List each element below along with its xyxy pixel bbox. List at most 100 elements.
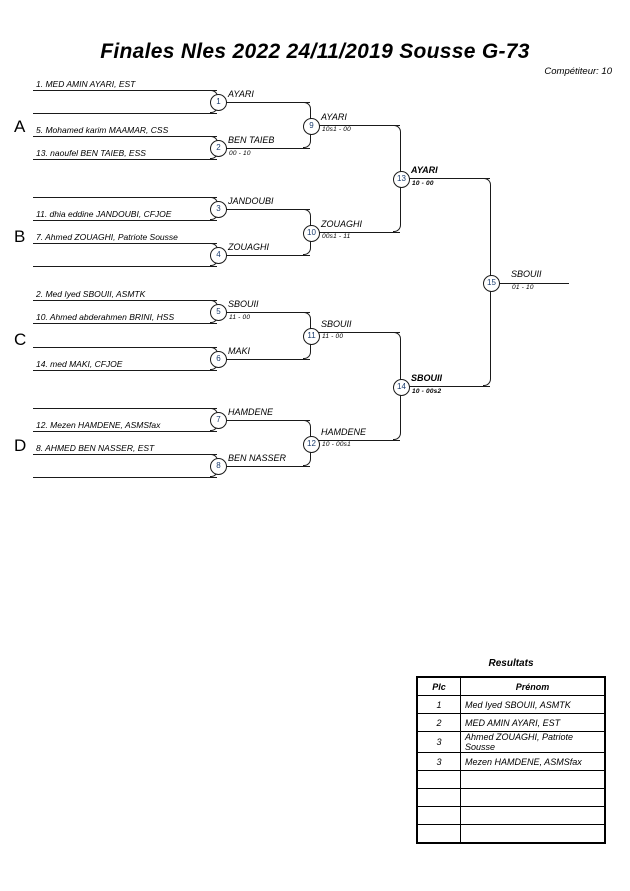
group-letter-d: D [14,436,27,455]
results-col-name: Prénom [460,676,606,696]
advance-line [318,232,400,233]
feed-line [33,220,217,221]
result-place: 1 [416,695,461,714]
match-winner-1: AYARI [228,89,254,99]
match-number-7[interactable]: 7 [210,412,227,429]
match-score-10: 00s1 - 11 [322,233,351,240]
entrant-label: 12. Mezen HAMDENE, ASMSfax [36,420,161,430]
match-winner-7: HAMDENE [228,407,274,417]
table-row [416,770,606,789]
match-score-11: 11 - 00 [322,333,344,340]
result-place: 3 [416,731,461,753]
group-letter-c: C [14,330,27,349]
match-score-14: 10 - 00s2 [412,388,442,395]
feed-line [33,159,217,160]
advance-line [225,359,310,360]
match-winner-12: HAMDENE [321,427,367,437]
advance-line [408,178,490,179]
match-score-15: 01 - 10 [512,284,534,291]
page-title: Finales Nles 2022 24/11/2019 Sousse G-73 [100,40,530,63]
entrant-label: 8. AHMED BEN NASSER, EST [36,443,155,453]
result-name: Mezen HAMDENE, ASMSfax [460,752,606,771]
match-number-10[interactable]: 10 [303,225,320,242]
match-number-12[interactable]: 12 [303,436,320,453]
entrant-label: 7. Ahmed ZOUAGHI, Patriote Sousse [36,232,178,242]
match-number-13[interactable]: 13 [393,171,410,188]
match-number-2[interactable]: 2 [210,140,227,157]
match-winner-4: ZOUAGHI [228,242,270,252]
result-name [460,824,606,844]
result-place [416,770,461,789]
match-score-12: 10 - 00s1 [322,441,351,448]
match-winner-13: AYARI [411,165,438,175]
table-row: 1 Med Iyed SBOUII, ASMTK [416,695,606,714]
match-number-14[interactable]: 14 [393,379,410,396]
table-row: 3 Mezen HAMDENE, ASMSfax [416,752,606,771]
match-winner-3: JANDOUBI [228,196,274,206]
match-winner-11: SBOUII [321,319,352,329]
champion-line [498,283,569,284]
entrant-label: 10. Ahmed abderahmen BRINI, HSS [36,312,175,322]
entrant-label: 5. Mohamed karim MAAMAR, CSS [36,125,169,135]
table-row: 3 Ahmed ZOUAGHI, Patriote Sousse [416,731,606,753]
entrant-label: 1. MED AMIN AYARI, EST [36,79,136,89]
advance-line [225,255,310,256]
match-winner-2: BEN TAIEB [228,135,275,145]
advance-line [225,466,310,467]
group-letter-a: A [14,117,26,136]
table-row [416,788,606,807]
result-name: MED AMIN AYARI, EST [460,713,606,732]
result-place: 2 [416,713,461,732]
match-winner-14: SBOUII [411,373,443,383]
results-table: Plc Prénom 1 Med Iyed SBOUII, ASMTK 2 ME… [416,676,606,844]
match-winner-15: SBOUII [511,269,542,279]
result-name [460,770,606,789]
results-title: Resultats [488,658,534,669]
feed-line [33,347,217,348]
result-place [416,806,461,825]
entrant-label: 14. med MAKI, CFJOE [36,359,123,369]
feed-line [33,300,217,301]
feed-line [33,197,217,198]
result-place [416,788,461,807]
match-number-15[interactable]: 15 [483,275,500,292]
result-name [460,806,606,825]
group-letter-b: B [14,227,26,246]
match-number-5[interactable]: 5 [210,304,227,321]
result-name [460,788,606,807]
match-number-9[interactable]: 9 [303,118,320,135]
feed-line [33,243,217,244]
advance-line [225,102,310,103]
feed-line [33,477,217,478]
match-winner-9: AYARI [321,112,347,122]
advance-line [225,209,310,210]
match-score-13: 10 - 00 [412,180,434,187]
feed-line [33,370,217,371]
advance-line [318,125,400,126]
advance-line [225,312,310,313]
match-number-4[interactable]: 4 [210,247,227,264]
match-winner-5: SBOUII [228,299,259,309]
match-number-6[interactable]: 6 [210,351,227,368]
result-place: 3 [416,752,461,771]
result-place [416,824,461,844]
result-name: Med Iyed SBOUII, ASMTK [460,695,606,714]
match-winner-8: BEN NASSER [228,453,287,463]
feed-line [33,266,217,267]
entrant-label: 11. dhia eddine JANDOUBI, CFJOE [36,209,172,219]
results-header-row: Plc Prénom [416,676,606,696]
match-score-2: 00 - 10 [229,150,251,157]
feed-line [33,323,217,324]
results-col-place: Plc [416,676,461,696]
match-number-8[interactable]: 8 [210,458,227,475]
advance-line [408,386,490,387]
table-row [416,824,606,844]
match-number-1[interactable]: 1 [210,94,227,111]
table-row: 2 MED AMIN AYARI, EST [416,713,606,732]
feed-line [33,454,217,455]
match-number-11[interactable]: 11 [303,328,320,345]
match-number-3[interactable]: 3 [210,201,227,218]
competitor-count: Compétiteur: 10 [544,66,612,77]
match-winner-6: MAKI [228,346,251,356]
